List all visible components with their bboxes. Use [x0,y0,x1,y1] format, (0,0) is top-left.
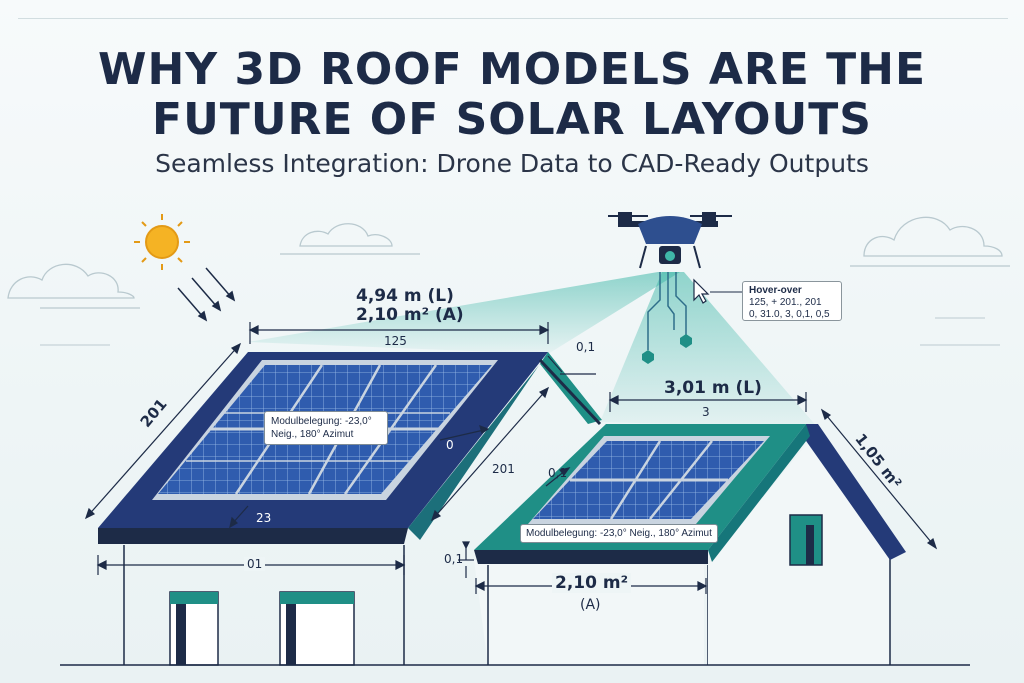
cloud-icon [850,216,1010,267]
subtitle: Seamless Integration: Drone Data to CAD-… [155,149,869,178]
right-length-label: 3,01 m (L) [664,378,762,398]
right-area-label: 2,10 m² [552,573,632,593]
title-line-1: WHY 3D ROOF MODELS ARE THE [97,44,927,95]
left-arrow-label: 0 [446,438,454,452]
right-arrow-label: 0,1 [548,466,568,480]
left-base-dim: 01 [244,557,266,571]
sun-icon [134,214,190,270]
left-module-callout: Modulbelegung: -23,0° Neig., 180° Azimut [264,411,388,445]
drone-icon [608,212,732,269]
right-module-callout: Modulbelegung: -23,0° Neig., 180° Azimut [520,524,718,543]
hover-line-1: 125, + 201., 201 [749,297,822,308]
scan-beam-left [248,272,680,354]
data-stream-icon [642,272,692,364]
hover-title: Hover-over [749,285,802,296]
left-top-dim: 125 [384,334,407,348]
left-slope-dim: 201 [492,462,515,476]
left-length-label: 4,94 m (L) [356,286,454,306]
left-area-label: 2,10 m² (A) [356,305,464,325]
cloud-icon [280,223,420,255]
right-solar-panel-array [528,436,770,524]
left-corner-label: 23 [256,511,272,525]
right-area-unit: (A) [580,597,601,613]
hover-tooltip: Hover-over 125, + 201., 201 0, 31.0, 3, … [742,281,842,321]
hover-line-2: 0, 31.0, 3, 0,1, 0,5 [749,309,830,320]
cloud-icon [7,263,140,309]
right-top-dim: 3 [702,405,710,419]
title-line-2: FUTURE OF SOLAR LAYOUTS [152,94,872,145]
cursor-icon [693,278,710,304]
sunlight-arrows-icon [177,267,236,322]
left-callout-line-2: Neig., 180° Azimut [271,429,354,440]
dimension-lines [84,322,938,594]
right-eave-dim: 0,1 [444,552,464,566]
left-callout-line-1: Modulbelegung: -23,0° [271,416,372,427]
scan-beam-right [600,272,818,428]
left-ridge-dim: 0,1 [576,340,596,354]
top-rule [18,18,1008,19]
